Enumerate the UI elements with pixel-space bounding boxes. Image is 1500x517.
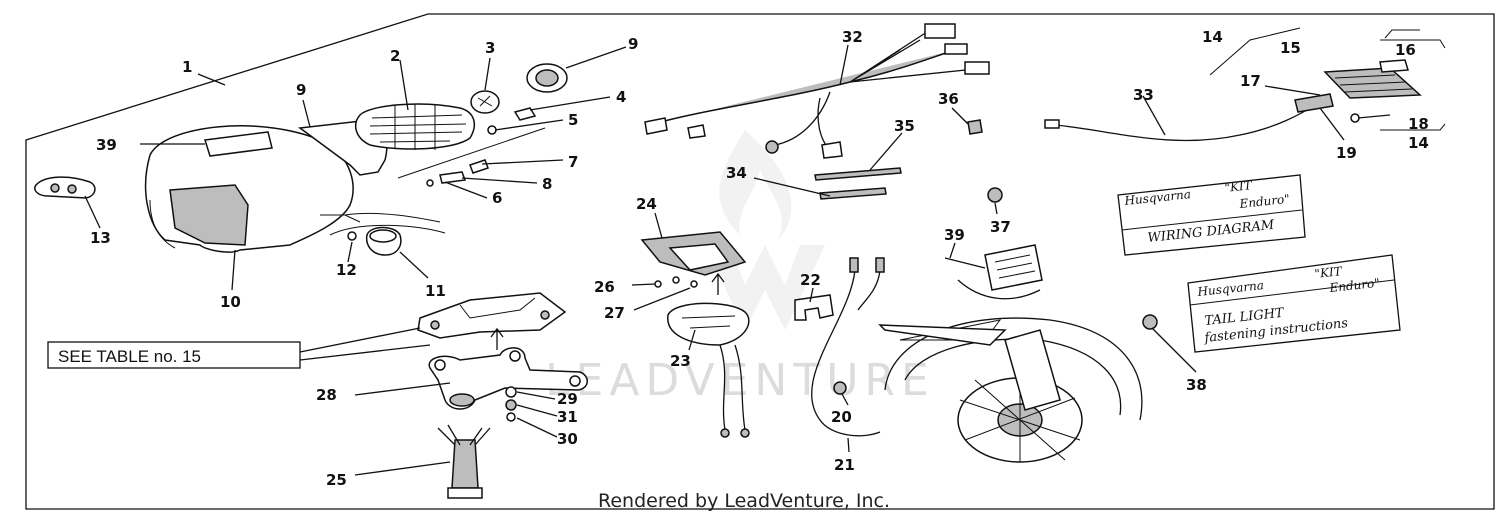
headlight-unit	[354, 103, 476, 150]
connector-harness	[437, 424, 491, 499]
part-label-14-top: 14	[1202, 28, 1223, 46]
bolt-38	[1142, 314, 1158, 330]
wiring-card-brand: Husqvarna	[1123, 187, 1192, 208]
part-label-7: 7	[568, 153, 578, 171]
part-label-33: 33	[1133, 86, 1154, 104]
part-label-20: 20	[831, 408, 852, 426]
part-label-39-bolt: 39	[944, 226, 965, 244]
taillight-card-kit1: "KIT	[1314, 264, 1344, 281]
clip-36	[967, 119, 983, 135]
handlebar-clamp	[329, 212, 446, 256]
render-credit: Rendered by LeadVenture, Inc.	[598, 490, 890, 512]
mounting-screws	[654, 276, 698, 288]
part-label-17: 17	[1240, 72, 1261, 90]
part-label-18: 18	[1408, 115, 1429, 133]
part-label-34: 34	[726, 164, 747, 182]
part-label-29: 29	[557, 390, 578, 408]
diagram-frame	[25, 13, 1495, 510]
taillight-cable	[1044, 93, 1334, 142]
part-label-9-gasket: 9	[296, 81, 306, 99]
part-label-38: 38	[1186, 376, 1207, 394]
part-label-35: 35	[894, 117, 915, 135]
tail-light	[1209, 27, 1446, 131]
part-label-27: 27	[604, 304, 625, 322]
part-label-12: 12	[336, 261, 357, 279]
part-label-31: 31	[557, 408, 578, 426]
headlight-mask	[144, 125, 361, 253]
see-table-label: SEE TABLE no. 15	[58, 347, 201, 366]
part-label-15: 15	[1280, 39, 1301, 57]
arrow-up-28	[490, 327, 504, 350]
cable-tie-34	[819, 187, 887, 200]
cable-clamp	[794, 294, 834, 321]
part-label-10: 10	[220, 293, 241, 311]
wiring-card-kit2: Enduro"	[1238, 192, 1291, 211]
see-table-leader	[299, 327, 431, 361]
part-label-28: 28	[316, 386, 337, 404]
bolt-39-mid	[944, 257, 986, 269]
watermark-text: LEADVENTURE	[545, 355, 935, 406]
part-label-5: 5	[568, 111, 578, 129]
taillight-instructions-card: Husqvarna "KIT Enduro" TAIL LIGHT fasten…	[1187, 254, 1401, 353]
part-label-14-bottom: 14	[1408, 134, 1429, 152]
leader-lines	[84, 44, 1391, 476]
speedometer	[667, 302, 750, 438]
speedo-bracket	[640, 231, 747, 276]
part-label-23: 23	[670, 352, 691, 370]
part-label-19: 19	[1336, 144, 1357, 162]
part-label-22: 22	[800, 271, 821, 289]
wiring-harness	[644, 23, 990, 159]
lower-bracket	[417, 292, 567, 339]
part-label-32: 32	[842, 28, 863, 46]
part-label-9-socket: 9	[628, 35, 638, 53]
sensor-cable	[811, 257, 885, 437]
regulator	[957, 244, 1043, 300]
wiring-diagram-card: Husqvarna "KIT Enduro" WIRING DIAGRAM	[1117, 174, 1306, 256]
wiring-card-kit1: "KIT	[1224, 178, 1254, 195]
small-hardware	[397, 107, 546, 187]
part-label-37: 37	[990, 218, 1011, 236]
nut-20	[833, 381, 847, 395]
part-labels: 1 2 3 4 5 6 7 8 9 9 10 11 12 13 14 14 15…	[90, 28, 1429, 489]
part-label-4: 4	[616, 88, 626, 106]
part-label-25: 25	[326, 471, 347, 489]
part-label-21: 21	[834, 456, 855, 474]
part-label-16: 16	[1395, 41, 1416, 59]
part-label-3: 3	[485, 39, 495, 57]
part-label-24: 24	[636, 195, 657, 213]
part-label-30: 30	[557, 430, 578, 448]
part-label-39-mask: 39	[96, 136, 117, 154]
nuts-washers	[505, 386, 517, 422]
arrow-up-24	[711, 272, 725, 295]
part-label-26: 26	[594, 278, 615, 296]
part-label-8: 8	[542, 175, 552, 193]
connector-block	[34, 176, 96, 199]
washer-37	[987, 187, 1003, 203]
mounting-plate	[428, 347, 588, 410]
part-label-11: 11	[425, 282, 446, 300]
part-label-1: 1	[182, 58, 192, 76]
bulb	[470, 90, 500, 114]
taillight-card-brand: Husqvarna	[1196, 278, 1265, 299]
part-label-13: 13	[90, 229, 111, 247]
bulb-socket	[526, 63, 568, 93]
part-label-6: 6	[492, 189, 502, 207]
part-label-2: 2	[390, 47, 400, 65]
cable-tie-35	[814, 167, 902, 181]
front-wheel	[878, 317, 1143, 463]
part-label-36: 36	[938, 90, 959, 108]
taillight-card-kit2: Enduro"	[1328, 276, 1381, 295]
see-table-box	[47, 341, 301, 369]
